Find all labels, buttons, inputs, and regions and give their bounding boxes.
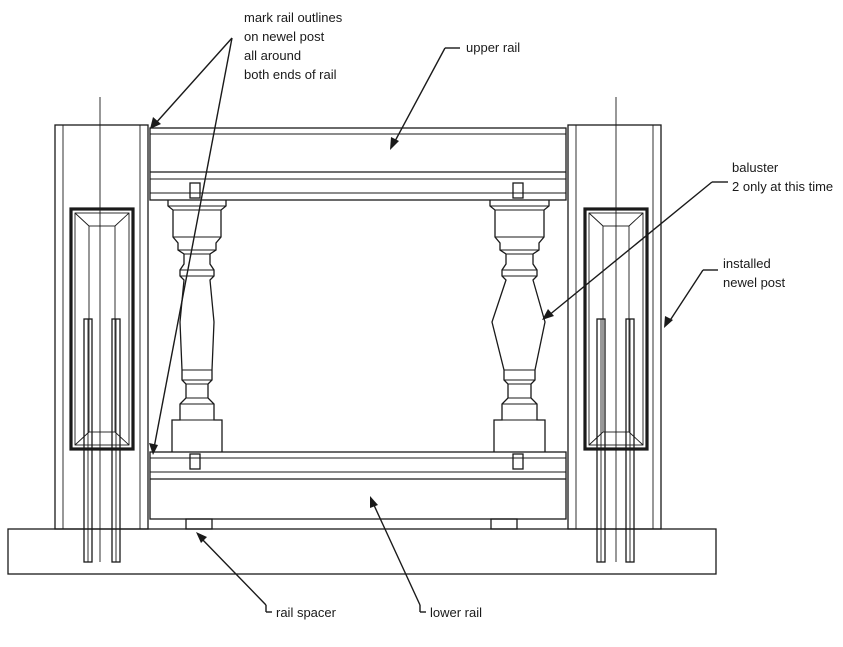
base-board <box>7 528 717 575</box>
baluster-right <box>489 200 550 452</box>
rail-spacer-right <box>490 518 518 530</box>
leader-baluster <box>542 181 728 320</box>
leader-lower-rail <box>370 496 426 613</box>
leader-installed-newel-post <box>664 269 718 328</box>
label-baluster: baluster 2 only at this time <box>732 160 833 194</box>
label-lower-rail: lower rail <box>430 605 482 620</box>
label-installed-newel-post: installed newel post <box>723 256 786 290</box>
leader-rail-spacer <box>196 532 272 613</box>
newel-post-right <box>567 97 662 563</box>
upper-rail <box>149 127 567 201</box>
leader-upper-rail <box>390 47 460 150</box>
label-upper-rail: upper rail <box>466 40 520 55</box>
label-mark-rail-outlines: mark rail outlines on newel post all aro… <box>244 10 346 82</box>
label-rail-spacer: rail spacer <box>276 605 337 620</box>
newel-post-left <box>54 97 149 563</box>
baluster-left <box>167 200 227 452</box>
leader-mark-rail-outlines <box>149 37 233 455</box>
dowel-pins <box>189 182 524 470</box>
lower-rail <box>149 451 567 520</box>
rail-spacer-left <box>185 518 213 530</box>
